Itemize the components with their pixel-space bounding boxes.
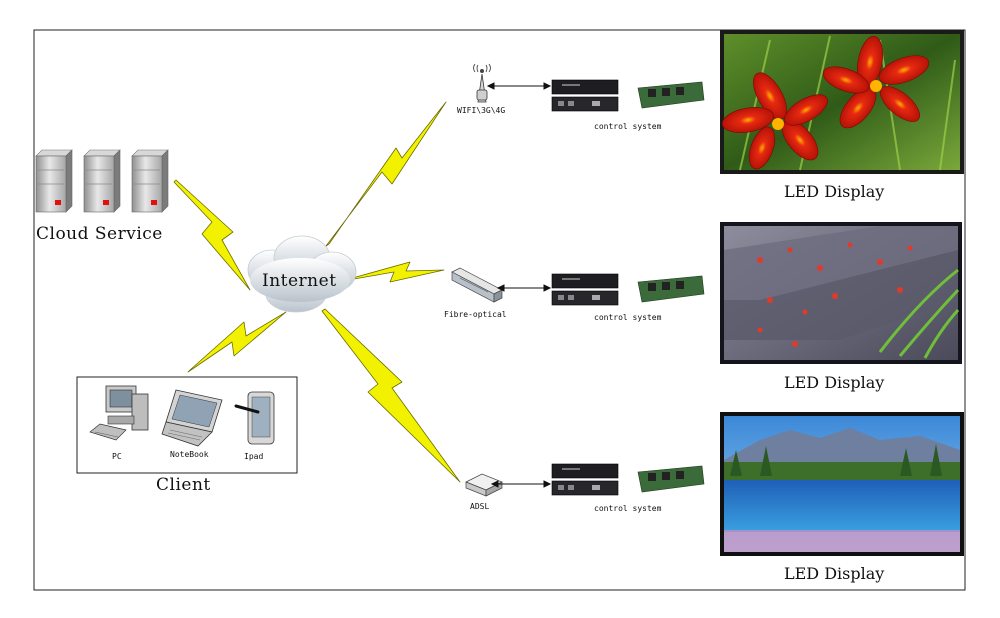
lightning-bolt-internet-adsl — [321, 308, 461, 483]
diagram-frame — [33, 29, 966, 591]
control-system-label: control system — [594, 122, 662, 131]
lightning-bolt-internet-fibre — [353, 261, 445, 283]
link-lightning-bolts — [173, 101, 461, 483]
wifi-antenna-icon — [473, 63, 491, 103]
cloud-service-servers — [35, 149, 169, 213]
ipad-icon — [234, 391, 275, 445]
fibre-optical-switch-icon — [451, 267, 503, 303]
client-group-box — [76, 376, 298, 474]
control-system-label: control system — [594, 313, 662, 322]
client-label: Client — [156, 475, 211, 495]
led-display-label: LED Display — [784, 373, 885, 392]
led-display-label: LED Display — [784, 564, 885, 583]
notebook-icon — [161, 389, 223, 447]
control-system-icon — [551, 463, 705, 496]
lightning-bolt-internet-wifi — [325, 101, 447, 247]
wifi-label: WIFI\3G\4G — [457, 106, 506, 115]
server-icon — [35, 149, 73, 213]
cloud-service-label: Cloud Service — [36, 224, 163, 244]
control-system-icon — [551, 273, 705, 306]
connection-arrows — [486, 82, 552, 488]
pc-label: PC — [112, 452, 122, 461]
internet-cloud-icon — [247, 235, 357, 313]
led-display-label: LED Display — [784, 182, 885, 201]
control-system-label: control system — [594, 504, 662, 513]
internet-label: Internet — [262, 271, 337, 291]
notebook-label: NoteBook — [170, 450, 209, 459]
ipad-label: Ipad — [244, 452, 264, 461]
fibre-optical-label: Fibre-optical — [444, 310, 507, 319]
lightning-bolt-client-internet — [187, 311, 287, 373]
led-display-flowers — [720, 30, 964, 174]
server-icon — [131, 149, 169, 213]
server-icon — [83, 149, 121, 213]
adsl-label: ADSL — [470, 502, 490, 511]
pc-icon — [89, 385, 149, 441]
led-display-lake — [720, 412, 964, 556]
led-display-steps — [720, 222, 962, 364]
control-system-icon — [551, 79, 705, 112]
lightning-bolt-servers-internet — [173, 179, 251, 291]
